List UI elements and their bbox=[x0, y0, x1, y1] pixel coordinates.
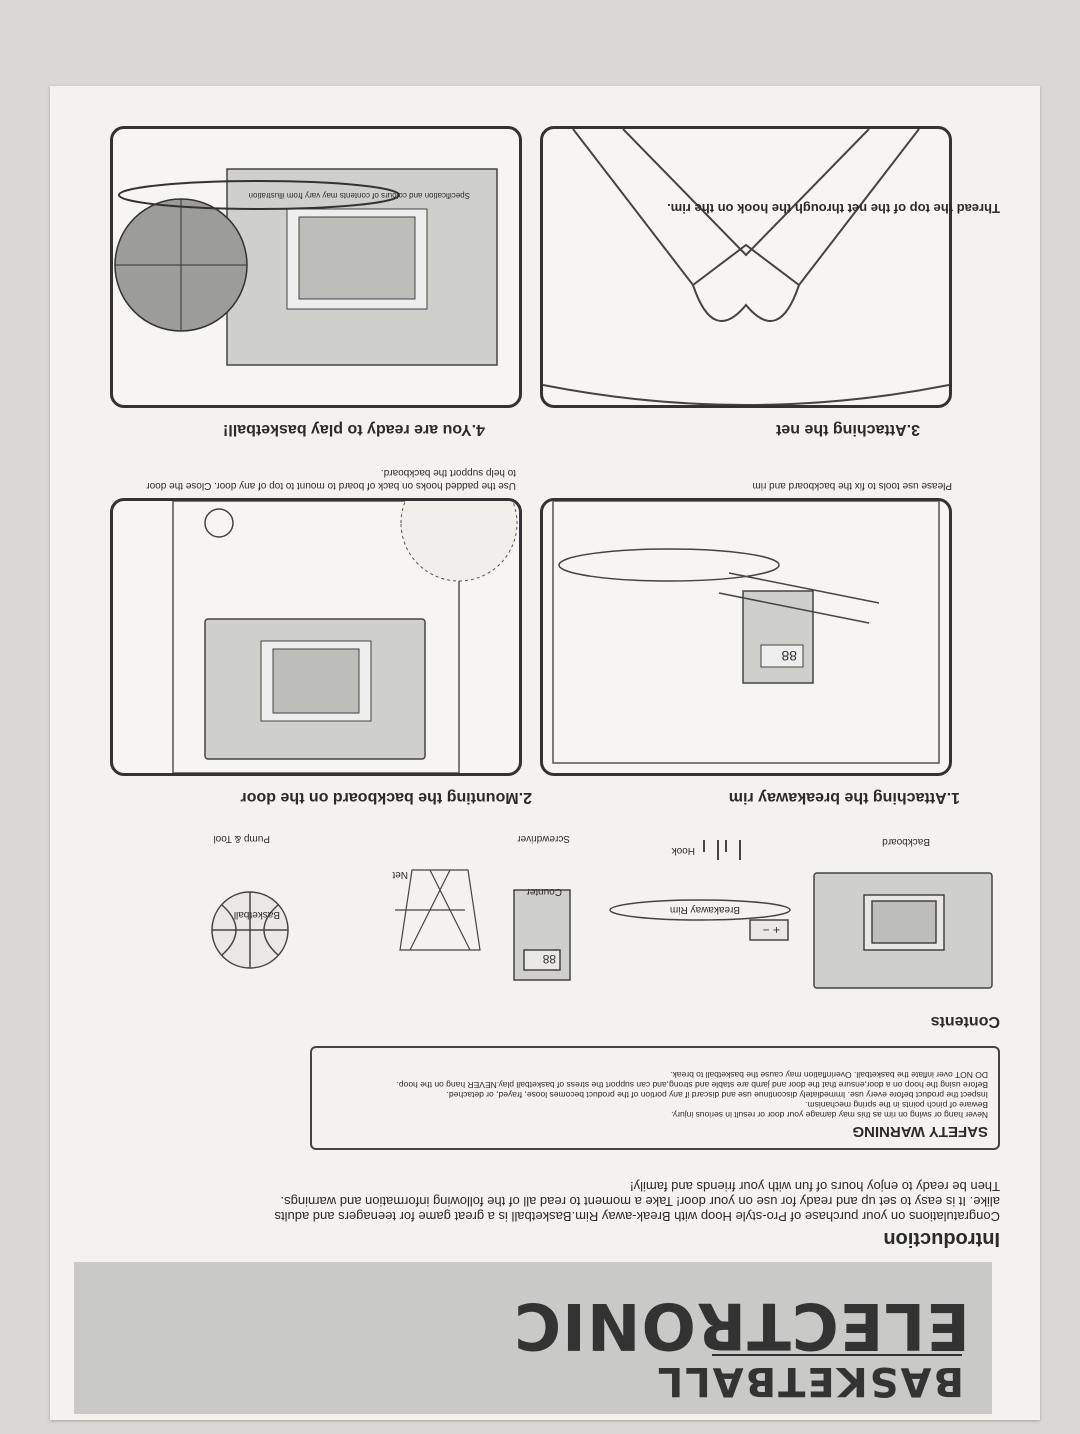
warning-title: SAFETY WARNING bbox=[852, 1123, 988, 1140]
item-label-hook: Hook bbox=[671, 845, 695, 856]
step-4-title: 4.You are ready to play basketball! bbox=[222, 421, 485, 438]
brand-line-2: ELECTRONIC bbox=[513, 1288, 970, 1362]
contents-title: Contents bbox=[930, 1013, 1000, 1030]
backboard-illustration bbox=[813, 872, 993, 989]
item-label-screwdriver: Screwdriver bbox=[517, 833, 570, 844]
intro-text: Congratulations on your purchase of Pro-… bbox=[274, 1179, 1001, 1224]
panel-mount-backboard bbox=[110, 498, 522, 776]
item-label-basketball: Basketball bbox=[233, 909, 280, 920]
warning-line: DO NOT over inflate the basketball. Over… bbox=[670, 1070, 988, 1080]
warning-line: Beware of pinch points in the spring mec… bbox=[805, 1100, 988, 1110]
counter-display-digits: 88 bbox=[781, 648, 797, 664]
counter-illustration: 88 bbox=[513, 889, 571, 981]
item-label-backboard: Backboard bbox=[882, 836, 930, 847]
intro-title: Introduction bbox=[883, 1228, 1000, 1250]
step-1-title: 1.Attaching the breakaway rim bbox=[728, 789, 960, 806]
door-mount-illustration bbox=[172, 501, 518, 773]
step-3-title: 3.Attaching the net bbox=[775, 421, 920, 438]
step-2-note: Use the padded hooks on back of board to… bbox=[146, 467, 516, 491]
contents-illustrations: + − 88 bbox=[211, 840, 993, 989]
panel-attach-rim: 88 bbox=[540, 498, 952, 776]
net-hook-illustration bbox=[543, 129, 949, 405]
item-label-pump: Pump & Tool bbox=[213, 833, 270, 844]
step-1-note: Please use tools to fix the backboard an… bbox=[752, 480, 952, 491]
footer-disclaimer: Specification and colours of contents ma… bbox=[248, 191, 470, 200]
warning-line: Before using the hoop on a door,ensure t… bbox=[396, 1080, 988, 1090]
panel-attach-net bbox=[540, 126, 952, 408]
brand-line-1: BASKETBALL bbox=[655, 1358, 964, 1404]
title-band: BASKETBALL ELECTRONIC bbox=[74, 1262, 992, 1414]
upside-down-content: BASKETBALL ELECTRONIC Introduction Congr… bbox=[50, 86, 1040, 1420]
safety-warning-box: SAFETY WARNING Never hang or swing on ri… bbox=[310, 1046, 1000, 1150]
instruction-sheet: BASKETBALL ELECTRONIC Introduction Congr… bbox=[50, 86, 1040, 1420]
basketball-illustration bbox=[211, 891, 289, 969]
step-2-title: 2.Mounting the backboard on the door bbox=[240, 789, 532, 806]
hook-illustration bbox=[703, 840, 741, 860]
warning-line: Inspect the product before every use. Im… bbox=[446, 1090, 988, 1100]
step-3-note: Thread the top of the net through the ho… bbox=[667, 201, 1000, 216]
svg-text:+ −: + − bbox=[763, 923, 780, 937]
item-label-net: Net bbox=[392, 869, 408, 880]
svg-text:88: 88 bbox=[542, 952, 556, 966]
item-label-counter: Counter bbox=[526, 886, 562, 897]
panel-ready-to-play bbox=[110, 126, 522, 408]
rim-illustration: + − bbox=[609, 899, 791, 941]
item-label-rim: Breakaway Rim bbox=[669, 904, 740, 915]
assembled-hoop-illustration bbox=[114, 168, 498, 366]
rim-assembly-illustration: 88 bbox=[552, 501, 940, 764]
net-illustration bbox=[395, 869, 481, 951]
warning-line: Never hang or swing on rim as this may d… bbox=[671, 1110, 988, 1120]
